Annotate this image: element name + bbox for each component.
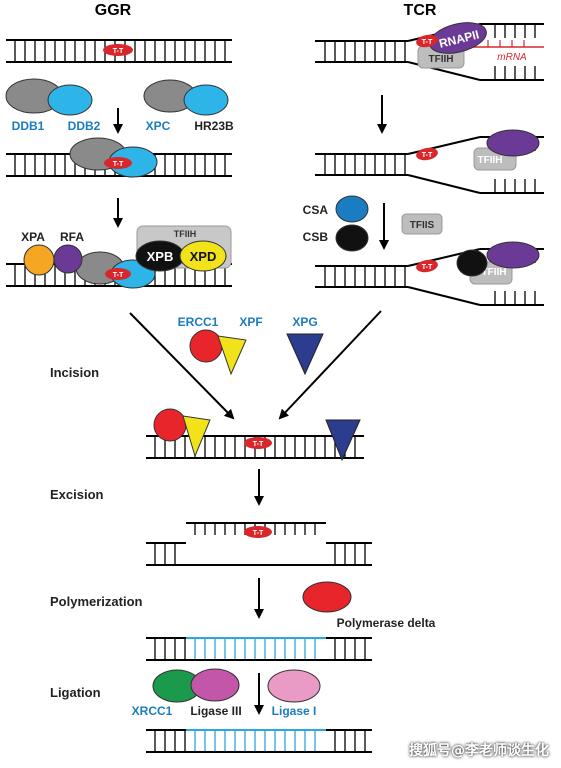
csb-protein [335,224,369,252]
xpa-label: XPA [21,230,45,244]
step-incision: Incision [50,365,99,380]
lesion-marker [416,259,438,273]
incision-dna: T-T [146,408,364,462]
svg-text:T-T: T-T [253,441,264,448]
lesion-marker [103,44,133,56]
svg-text:T-T: T-T [422,39,433,46]
tcr-dna-2: TFIIH T-T [315,129,544,194]
xpd-protein [179,240,227,272]
xpa-protein [23,244,55,276]
svg-text:T-T: T-T [113,48,124,55]
hr23b-label: HR23B [194,119,234,133]
tfiis-factor [401,213,443,235]
svg-text:T-T: T-T [253,530,264,537]
lesion-marker [244,437,272,449]
ligase-i-protein [267,669,321,703]
ddb2-label: DDB2 [68,119,101,133]
svg-text:TFIIH: TFIIH [429,54,454,65]
svg-text:T-T: T-T [113,272,124,279]
ggr-dna-3: TFIIH T-T XPB XPD [6,225,232,289]
ligase-iii-protein [190,668,240,702]
step-excision: Excision [50,487,104,502]
svg-text:T-T: T-T [422,264,433,271]
lesion-marker [104,157,132,169]
mrna-label: mRNA [497,52,527,63]
svg-text:T-T: T-T [422,152,433,159]
xpf-protein [217,335,247,376]
svg-text:T-T: T-T [113,161,124,168]
xpg-label: XPG [292,315,317,329]
ddb2-protein [47,84,93,116]
hr23b-protein [183,84,229,116]
ligated-dna [146,729,372,753]
polymerase-delta-label: Polymerase delta [337,616,436,630]
ggr-dna-1: T-T [6,39,232,63]
polymerase-delta-protein [302,581,352,613]
csa-label: CSA [303,203,329,217]
lesion-marker [416,34,438,48]
svg-text:XPD: XPD [190,249,217,264]
tcr-header: TCR [404,2,437,19]
xpg-protein [286,333,324,376]
rfa-protein [53,244,83,274]
svg-text:TFIIH: TFIIH [482,267,507,278]
ercc1-label: ERCC1 [178,315,219,329]
polymerization-dna [146,637,372,661]
xpc-label: XPC [146,119,171,133]
xrcc1-label: XRCC1 [132,704,173,718]
svg-text:TFIIH: TFIIH [478,155,503,166]
svg-text:TFIIH: TFIIH [174,229,197,239]
step-polymerization: Polymerization [50,594,143,609]
rfa-label: RFA [60,230,84,244]
tfiis-label: TFIIS [410,220,435,231]
lesion-marker [416,147,438,161]
arrow-diagonal [278,310,382,420]
step-ligation: Ligation [50,685,101,700]
ddb1-label: DDB1 [12,119,45,133]
arrow-diagonal [129,312,235,420]
svg-text:XPB: XPB [147,249,174,264]
csa-protein [335,195,369,223]
csb-label: CSB [303,230,329,244]
ggr-header: GGR [95,2,132,19]
lesion-marker [244,526,272,538]
lesion-marker [105,268,131,280]
xpf-label: XPF [239,315,262,329]
ligase-iii-label: Ligase III [190,704,241,718]
tcr-dna-3: TFIIH T-T [315,241,544,306]
watermark: 搜狐号@李老师谈生化 [409,743,549,759]
excision-dna: T-T [146,522,372,566]
tcr-dna-1: TFIIH RNAPII T-T [315,22,544,81]
ggr-dna-2: T-T [6,137,232,178]
ercc1-protein [189,329,223,363]
ligase-i-label: Ligase I [272,704,317,718]
